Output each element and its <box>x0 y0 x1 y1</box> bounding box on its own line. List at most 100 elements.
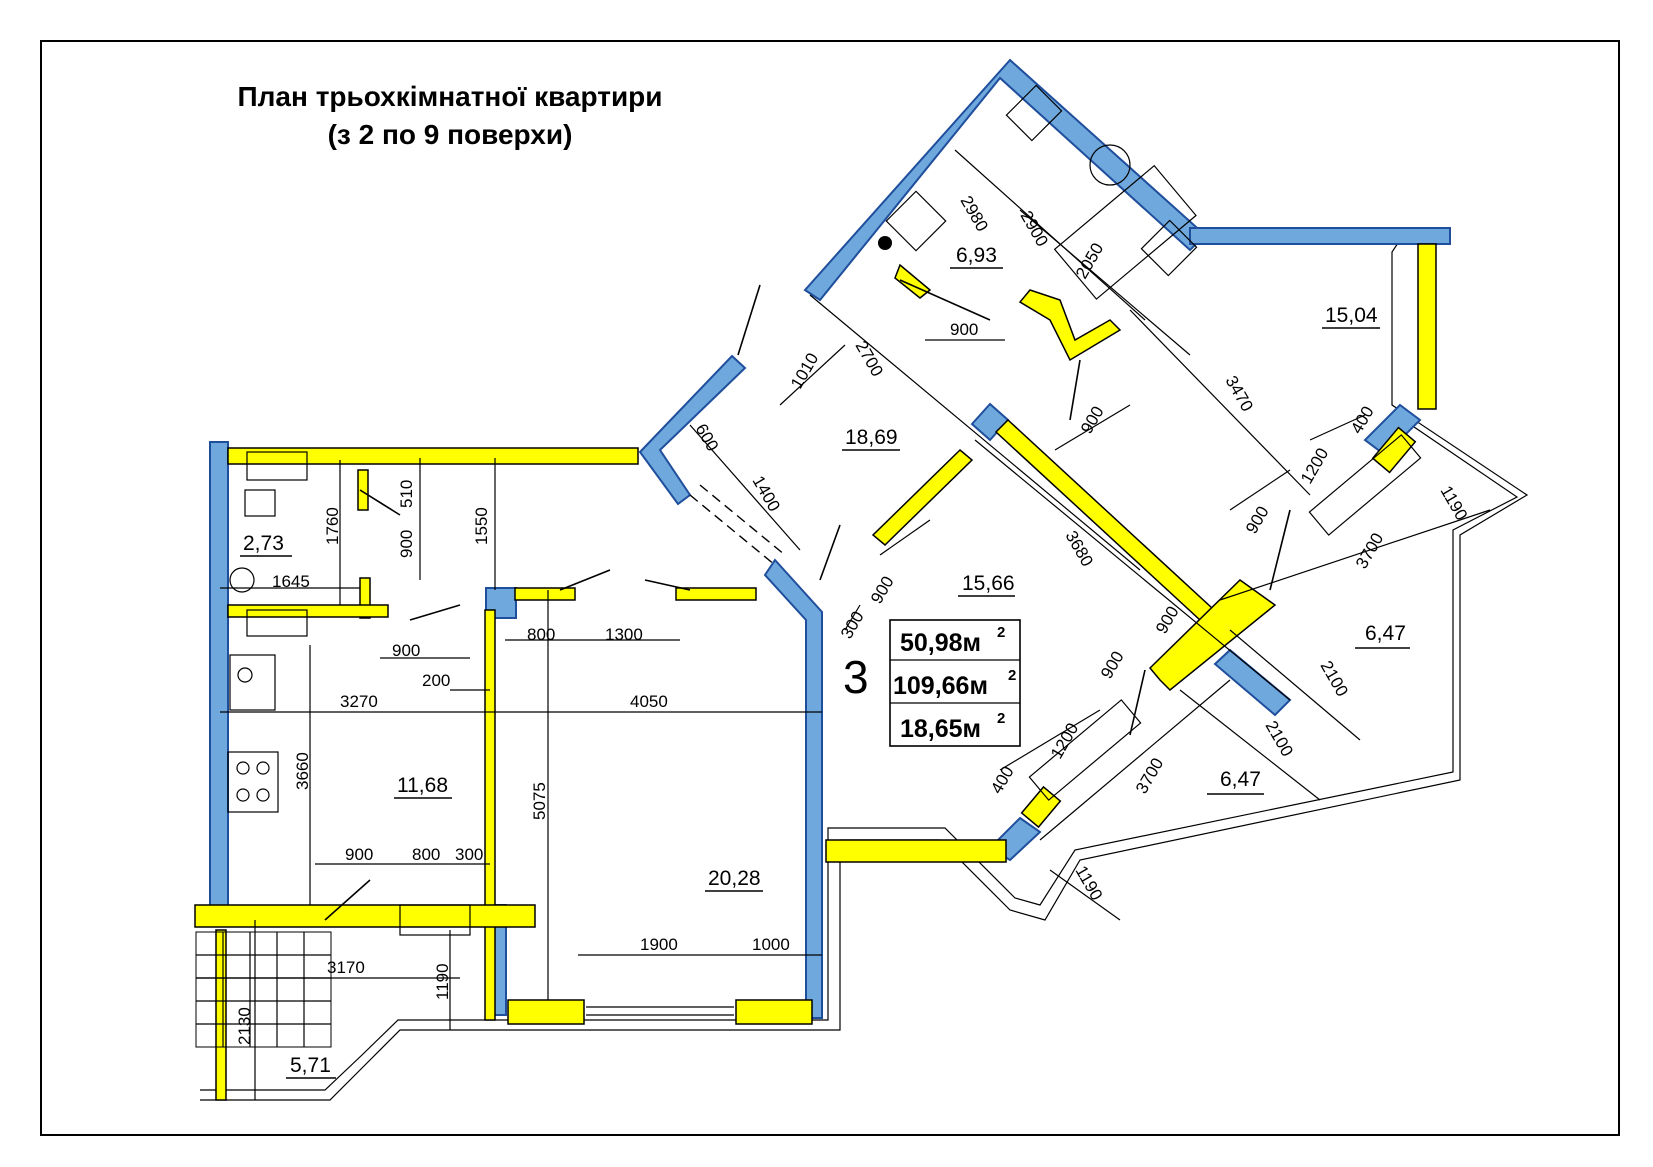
partition-top-kitchen <box>227 447 639 465</box>
partition-wc-2 <box>359 577 371 619</box>
door-swing <box>899 279 991 321</box>
dim-label: 3270 <box>340 692 378 711</box>
partition-center-block <box>1148 579 1277 692</box>
room-area-corridor: 18,69 <box>845 426 898 449</box>
outer-outline <box>200 231 1529 1101</box>
dim-label: 510 <box>397 480 416 508</box>
dim-label: 2130 <box>235 1007 254 1045</box>
door-swing <box>644 579 691 591</box>
partition-living-bottom <box>825 839 1007 863</box>
dim-label: 1760 <box>323 507 342 545</box>
partition-balcony-top <box>194 904 536 928</box>
dim-label: 400 <box>987 763 1018 797</box>
kitchen-area-value: 18,65м <box>900 715 981 743</box>
dim-label: 1300 <box>605 625 643 644</box>
dim-label: 2050 <box>1072 240 1107 282</box>
unit-superscript: 2 <box>997 710 1005 727</box>
dim-label: 1200 <box>1047 720 1082 762</box>
unit-superscript: 2 <box>1008 667 1016 684</box>
dim-label: 1900 <box>640 935 678 954</box>
dim-label: 800 <box>412 845 440 864</box>
fixtures <box>227 84 1422 1016</box>
dim-label: 900 <box>345 845 373 864</box>
partition-corridor <box>871 448 974 547</box>
room-area-loggia-bottom: 6,47 <box>1220 768 1261 791</box>
partition-door-stub-2 <box>514 587 576 601</box>
opening-dashed <box>689 494 776 566</box>
plan-title-line1: План трьохкімнатної квартири <box>237 81 663 112</box>
wall-top-right <box>1189 227 1451 245</box>
partition-right <box>1417 243 1437 410</box>
radiator-bottom-icon <box>1028 699 1142 801</box>
room-area-living: 20,28 <box>708 867 761 890</box>
stove-burner-icon <box>236 788 250 802</box>
apartment-summary: 3 50,98м 2 109,66м 2 18,65м 2 <box>843 619 1021 747</box>
dim-label: 900 <box>1097 648 1128 682</box>
partition-kitchen-living <box>484 609 496 1021</box>
partition-wc-bottom <box>227 604 389 618</box>
door-swing <box>1129 669 1146 736</box>
inner-outline <box>200 411 1519 1091</box>
opening-dashed <box>699 484 786 556</box>
partition-bath-2 <box>894 263 932 299</box>
dim-label: 2700 <box>852 338 887 380</box>
partition-balcony-left <box>215 929 227 1101</box>
dim-label: 3470 <box>1222 373 1257 415</box>
column-mid <box>970 402 1010 442</box>
apartment-number: 3 <box>843 651 869 703</box>
dim-label: 900 <box>1242 503 1273 537</box>
dim-label: 900 <box>950 320 978 339</box>
partition-diag-mid <box>994 418 1227 634</box>
stove-burner-icon <box>256 761 270 775</box>
wall-bathroom-diag <box>803 58 1207 302</box>
toilet-icon <box>244 489 276 517</box>
cabinet-icon <box>399 904 471 936</box>
partition-door-stub <box>675 587 757 601</box>
dim-label: 1190 <box>433 963 452 1000</box>
room-areas: 2,73 6,93 18,69 15,04 15,66 6,47 6,47 11… <box>240 244 1410 1079</box>
dim-label: 2900 <box>1017 208 1052 250</box>
dim-label: 2100 <box>1262 718 1297 760</box>
unit-superscript: 2 <box>997 624 1005 641</box>
dim-label: 600 <box>692 421 723 455</box>
dim-label: 4050 <box>630 692 668 711</box>
room-area-wc: 2,73 <box>243 532 284 555</box>
loggia-bottom-pier <box>1020 785 1062 829</box>
door-swing <box>1269 509 1291 591</box>
radiator-top-icon <box>1308 434 1422 536</box>
dim-label: 3700 <box>1132 755 1167 797</box>
door-swings <box>324 279 1291 921</box>
kitchen-sink-icon <box>229 654 276 711</box>
dim-label: 900 <box>867 573 898 607</box>
wc-cistern-icon <box>246 451 308 481</box>
stove-icon <box>227 751 279 813</box>
door-swing <box>409 604 461 621</box>
wall-left <box>209 441 229 923</box>
dim-label: 900 <box>392 641 420 660</box>
dim-label: 900 <box>397 530 416 558</box>
room-area-bath: 6,93 <box>956 244 997 267</box>
living-area-value: 50,98м <box>900 629 981 657</box>
dim-label: 1400 <box>749 473 784 515</box>
room-area-balcony: 5,71 <box>290 1054 331 1077</box>
window-pier-1 <box>507 999 585 1025</box>
door-swing <box>324 879 371 921</box>
drawing-frame <box>40 40 1620 1136</box>
room-area-bedroom-top: 15,04 <box>1325 304 1378 327</box>
bath-toilet-icon <box>1005 84 1063 142</box>
dim-label: 1190 <box>1072 863 1107 904</box>
dim-label: 1645 <box>272 572 310 591</box>
room-area-bedroom-mid: 15,66 <box>962 572 1015 595</box>
plan-title: План трьохкімнатної квартири (з 2 по 9 п… <box>190 78 710 154</box>
bath-sink-icon <box>1089 144 1131 186</box>
dim-label: 800 <box>527 625 555 644</box>
room-area-loggia-top: 6,47 <box>1365 622 1406 645</box>
door-swing <box>559 569 611 591</box>
partition-bath <box>1018 289 1122 362</box>
plan-title-line2: (з 2 по 9 поверхи) <box>327 119 573 150</box>
balcony-outlines <box>200 231 1529 1101</box>
total-area-value: 109,66м <box>893 672 988 700</box>
washer-icon <box>1140 219 1198 277</box>
stove-burner-icon <box>236 761 250 775</box>
dim-label: 3700 <box>1352 530 1387 572</box>
